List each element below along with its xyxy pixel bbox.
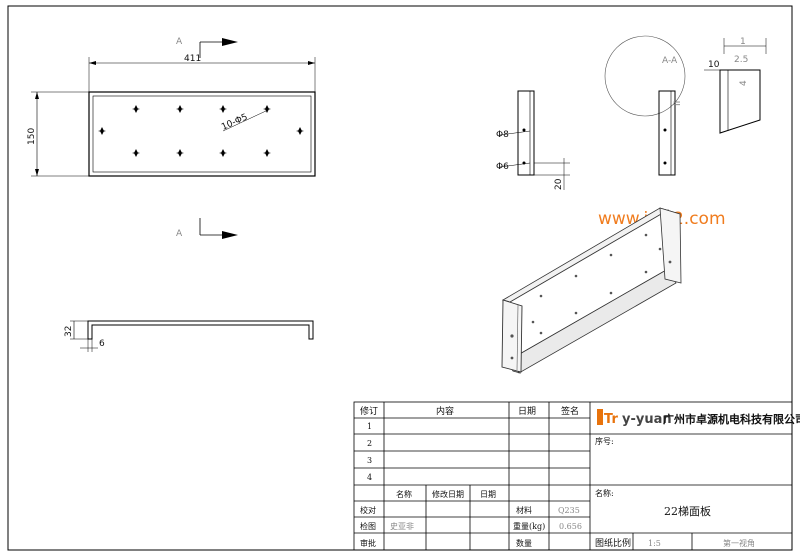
sign-header-date: 日期	[480, 490, 496, 499]
dim-hole6: Φ6	[496, 162, 509, 172]
weight-value: 0.656	[559, 522, 582, 531]
top-view: A 411 150	[27, 37, 316, 239]
dim-hole8: Φ8	[496, 130, 509, 140]
dim-length: 411	[184, 54, 201, 64]
quantity-label: 数量	[516, 538, 532, 548]
rev-row-4: 4	[367, 473, 372, 482]
checker-name: 史亚非	[390, 521, 414, 531]
section-view: A-A II	[604, 35, 686, 176]
brand-logo-part2: y-yuan	[622, 412, 672, 427]
role-check: 校对	[360, 505, 376, 515]
side-view-left: Φ8 Φ6 20	[496, 90, 570, 190]
scale-label: 图纸比例	[595, 537, 631, 549]
rev-row-3: 3	[367, 456, 372, 465]
scale-value: 1:5	[648, 539, 661, 548]
detail-dim-25: 2.5	[734, 55, 748, 65]
projection: 第一视角	[723, 538, 755, 548]
isometric-view	[501, 207, 682, 374]
weight-label: 重量(kg)	[513, 521, 545, 531]
hole-pattern	[98, 105, 304, 157]
serial-label: 序号:	[595, 436, 614, 446]
part-name: 22梯面板	[664, 504, 711, 518]
svg-text:II: II	[673, 101, 683, 106]
name-label: 名称:	[595, 488, 614, 498]
material-value: Q235	[558, 506, 580, 515]
material-label: 材料	[516, 505, 532, 515]
rev-header-1: 内容	[436, 405, 454, 417]
dim-thickness: 32	[64, 326, 74, 337]
rev-header-2: 日期	[518, 406, 536, 417]
rev-row-2: 2	[367, 439, 372, 448]
role-approve: 审批	[360, 538, 376, 548]
plate-outline	[88, 91, 316, 177]
dim-holes: 10-Φ5	[220, 112, 249, 132]
detail-label: A-A	[662, 56, 678, 66]
rev-header-0: 修订	[360, 405, 378, 417]
dim-flange: 6	[99, 339, 105, 349]
brand-logo-part1: Tr	[604, 412, 618, 427]
detail-dim-1: 1	[740, 37, 746, 47]
dim-width: 150	[27, 128, 37, 145]
section-label-top: A	[176, 37, 183, 47]
detail-dim-10: 10	[708, 60, 720, 70]
detail-dim-4: 4	[739, 80, 749, 86]
sign-header-modified: 修改日期	[432, 489, 464, 499]
dim-20: 20	[554, 178, 564, 190]
front-view: 32 6	[64, 320, 314, 352]
detail-view: 1 2.5 10 4	[704, 37, 767, 134]
rev-row-1: 1	[367, 422, 372, 431]
brand-logo-icon	[597, 409, 603, 425]
rev-header-3: 签名	[561, 405, 579, 417]
section-label-bottom: A	[176, 229, 183, 239]
sign-header-name: 名称	[396, 489, 412, 499]
title-block	[353, 401, 793, 551]
title-block-text: 修订 内容 日期 签名 1 2 3 4 名称 修改日期 日期 校对 检图 审批 …	[360, 405, 800, 549]
company-name: 广州市卓源机电科技有限公司	[663, 412, 800, 426]
role-review: 检图	[360, 521, 376, 531]
